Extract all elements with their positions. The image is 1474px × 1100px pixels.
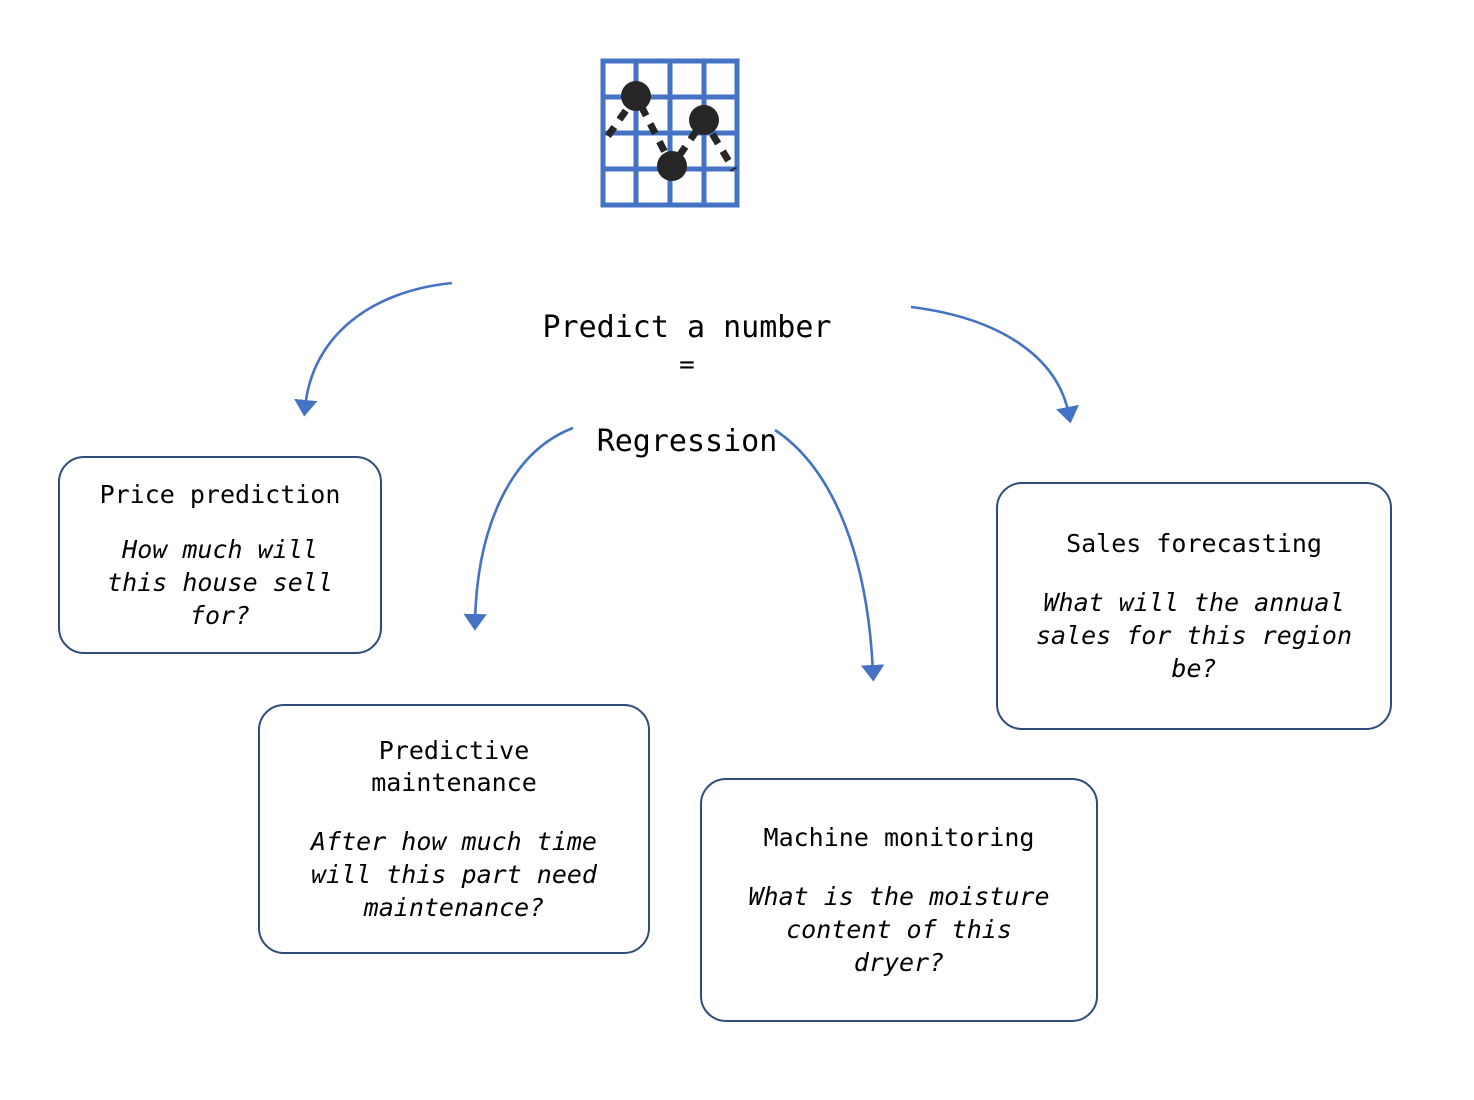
center-title-line1: Predict a number [542,310,832,345]
node-description-machine-monitoring: What is the moisture content of this dry… [748,881,1050,977]
node-title-sales-forecasting: Sales forecasting [1066,528,1322,558]
node-title-machine-monitoring: Machine monitoring [763,822,1035,852]
node-box-price-prediction[interactable]: Price prediction How much will this hous… [58,456,382,654]
node-title-predictive-maintenance: Predictive maintenance [371,735,537,797]
arrow-to-machine-monitoring [774,428,885,682]
arrow-to-price-prediction [294,281,453,417]
node-description-sales-forecasting: What will the annual sales for this regi… [1035,587,1353,683]
page-title: Predict a number = Regression [437,268,937,462]
node-box-sales-forecasting[interactable]: Sales forecasting What will the annual s… [996,482,1392,730]
node-description-price-prediction: How much will this house sell for? [107,534,333,630]
node-title-price-prediction: Price prediction [99,479,341,509]
node-description-predictive-maintenance: After how much time will this part need … [311,826,597,922]
node-box-machine-monitoring[interactable]: Machine monitoring What is the moisture … [700,778,1098,1022]
center-title-line2: Regression [596,424,778,459]
scatter-line-chart-icon [600,58,740,208]
center-title-equals: = [679,350,695,380]
node-box-predictive-maintenance[interactable]: Predictive maintenance After how much ti… [258,704,650,954]
